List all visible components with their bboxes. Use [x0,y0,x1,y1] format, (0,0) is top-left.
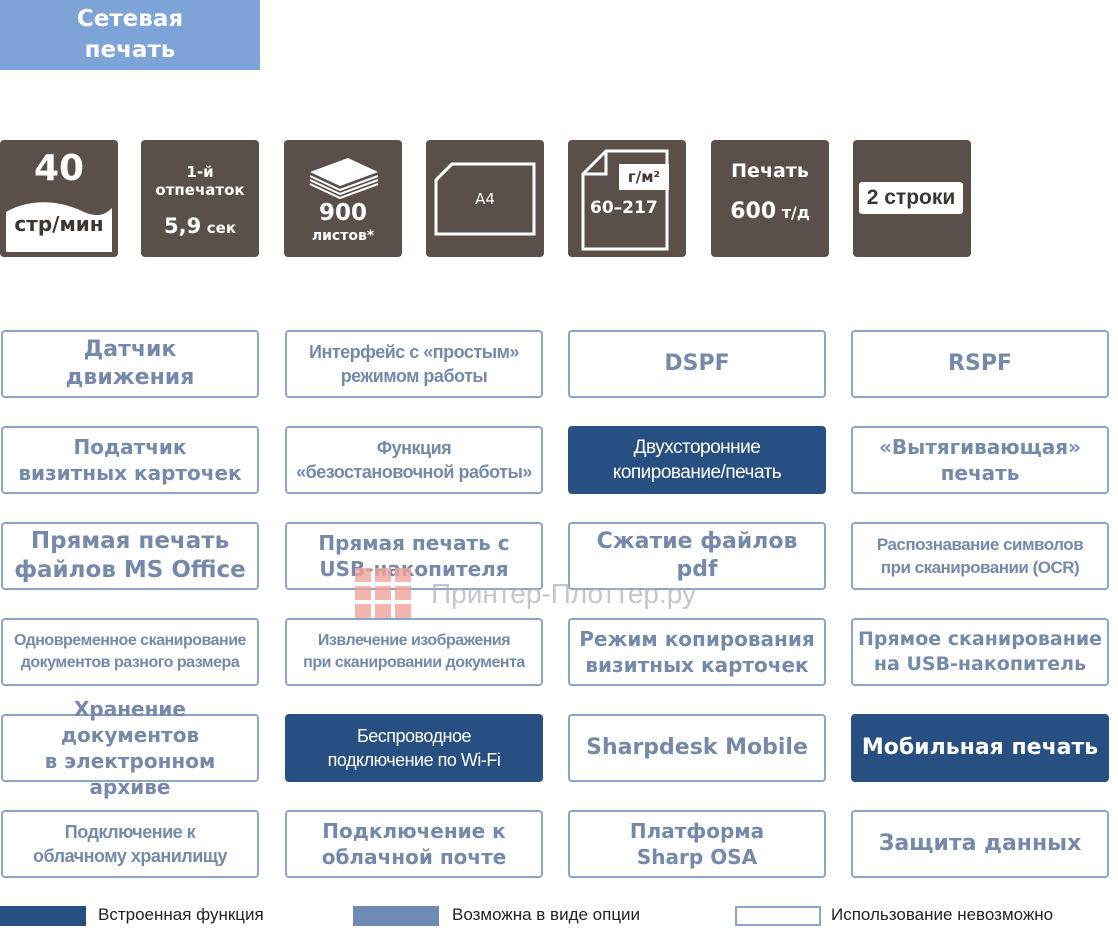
feature-label: Режим копирования визитных карточек [579,627,815,677]
feature-label: Прямая печать с USB-накопителя [318,531,510,581]
feature-label: Податчик визитных карточек [18,435,242,485]
paper-size-value: A4 [475,190,495,208]
feature-tile: Режим копирования визитных карточек [568,618,826,686]
feature-label: Распознавание символов при сканировании … [876,535,1084,577]
feature-tile: «Вытягивающая» печать [851,426,1109,494]
watermark: Принтер-Плоттер.ру [355,568,696,620]
paper-weight-value: 60–217 [590,198,658,218]
feature-label: Прямая печать файлов MS Office [14,528,246,583]
feature-label: Прямое сканирование на USB-накопитель [857,628,1103,675]
section-title-badge: Сетевая печать [0,0,260,70]
feature-tile: Защита данных [851,810,1109,878]
speed-value: 40 [33,148,85,189]
feature-tile: Извлечение изображения при сканировании … [285,618,543,686]
feature-tile: Платформа Sharp OSA [568,810,826,878]
feature-label: Sharpdesk Mobile [586,735,808,760]
feature-label: RSPF [948,351,1012,376]
first-print-unit: сек [206,219,237,237]
feature-label: Сжатие файлов pdf [596,529,798,582]
spec-paper-size-tile: A4 [426,140,544,257]
feature-tile: Беспроводное подключение по Wi-Fi [285,714,543,782]
feature-label: Беспроводное подключение по Wi-Fi [327,726,501,770]
feature-tile: Распознавание символов при сканировании … [851,522,1109,590]
section-title-line2: печать [84,37,176,63]
spec-resolution-tile: Печать 600 т/д [711,140,829,257]
feature-tile: Мобильная печать [851,714,1109,782]
display-value: 2 строки [859,182,963,214]
resolution-unit: т/д [781,203,810,222]
legend-builtin-swatch [0,906,86,926]
speed-unit: стр/мин [14,212,104,236]
first-print-value: 5,9 [163,214,202,238]
spec-display-tile: 2 строки [853,140,971,257]
paper-capacity-unit: листов* [311,228,375,244]
feature-label: Подключение к облачному хранилищу [33,822,227,866]
first-print-label-2: отпечаток [155,181,245,199]
feature-tile: Sharpdesk Mobile [568,714,826,782]
feature-tile: Податчик визитных карточек [1,426,259,494]
feature-tile: Двухсторонние копирование/печать [568,426,826,494]
feature-label: «Вытягивающая» печать [878,435,1082,485]
feature-tile: Прямая печать файлов MS Office [1,522,259,590]
page-wave-icon [6,202,112,252]
feature-tile: Функция «безостановочной работы» [285,426,543,494]
spec-paper-capacity-tile: 900 листов* [284,140,402,257]
resolution-label: Печать [731,160,809,182]
section-title-line1: Сетевая [76,6,184,32]
feature-tile: Сжатие файлов pdf [568,522,826,590]
feature-label: Подключение к облачной почте [321,819,507,869]
watermark-logo-icon [355,568,411,618]
feature-tile: Подключение к облачному хранилищу [1,810,259,878]
feature-tile: Хранение документов в электронном архиве [1,697,259,799]
feature-tile: Интерфейс с «простым» режимом работы [285,330,543,398]
feature-tile: Датчик движения [1,330,259,398]
resolution-value: 600 [730,199,777,224]
paper-stack-icon [309,158,379,200]
legend-builtin-label: Встроенная функция [98,905,264,924]
feature-label: Одновременное сканирование документов ра… [14,632,246,671]
watermark-text: Принтер-Плоттер.ру [431,578,697,609]
feature-tile: Прямая печать с USB-накопителя [285,522,543,590]
feature-tile: Одновременное сканирование документов ра… [1,618,259,686]
feature-label: Извлечение изображения при сканировании … [303,632,525,671]
legend-unavailable-label: Использование невозможно [831,905,1054,924]
feature-label: Датчик движения [65,337,195,390]
paper-capacity-value: 900 [318,200,367,226]
spec-paper-weight-tile: г/м² 60–217 [568,140,686,257]
feature-tile: RSPF [851,330,1109,398]
spec-first-print-tile: 1-й отпечаток 5,9 сек [141,140,259,257]
legend-optional-label: Возможна в виде опции [452,905,641,924]
spec-speed-tile: 40 стр/мин [0,140,118,257]
feature-label: Платформа Sharp OSA [629,819,765,869]
paper-sheet-icon [434,162,536,236]
first-print-label-1: 1-й [186,163,214,181]
feature-label: Двухсторонние копирование/печать [612,437,782,483]
feature-label: Интерфейс с «простым» режимом работы [309,342,519,386]
feature-label: Защита данных [878,831,1082,856]
legend-optional-swatch [353,906,439,926]
feature-label: DSPF [664,351,730,376]
paper-weight-unit: г/м² [619,164,669,190]
feature-tile: Подключение к облачной почте [285,810,543,878]
feature-label: Хранение документов в электронном архиве [44,697,216,799]
feature-tile: Прямое сканирование на USB-накопитель [851,618,1109,686]
feature-tile: DSPF [568,330,826,398]
legend-unavailable-swatch [735,906,821,926]
document-icon [581,149,669,251]
feature-label: Мобильная печать [861,735,1099,760]
feature-label: Функция «безостановочной работы» [296,438,532,482]
